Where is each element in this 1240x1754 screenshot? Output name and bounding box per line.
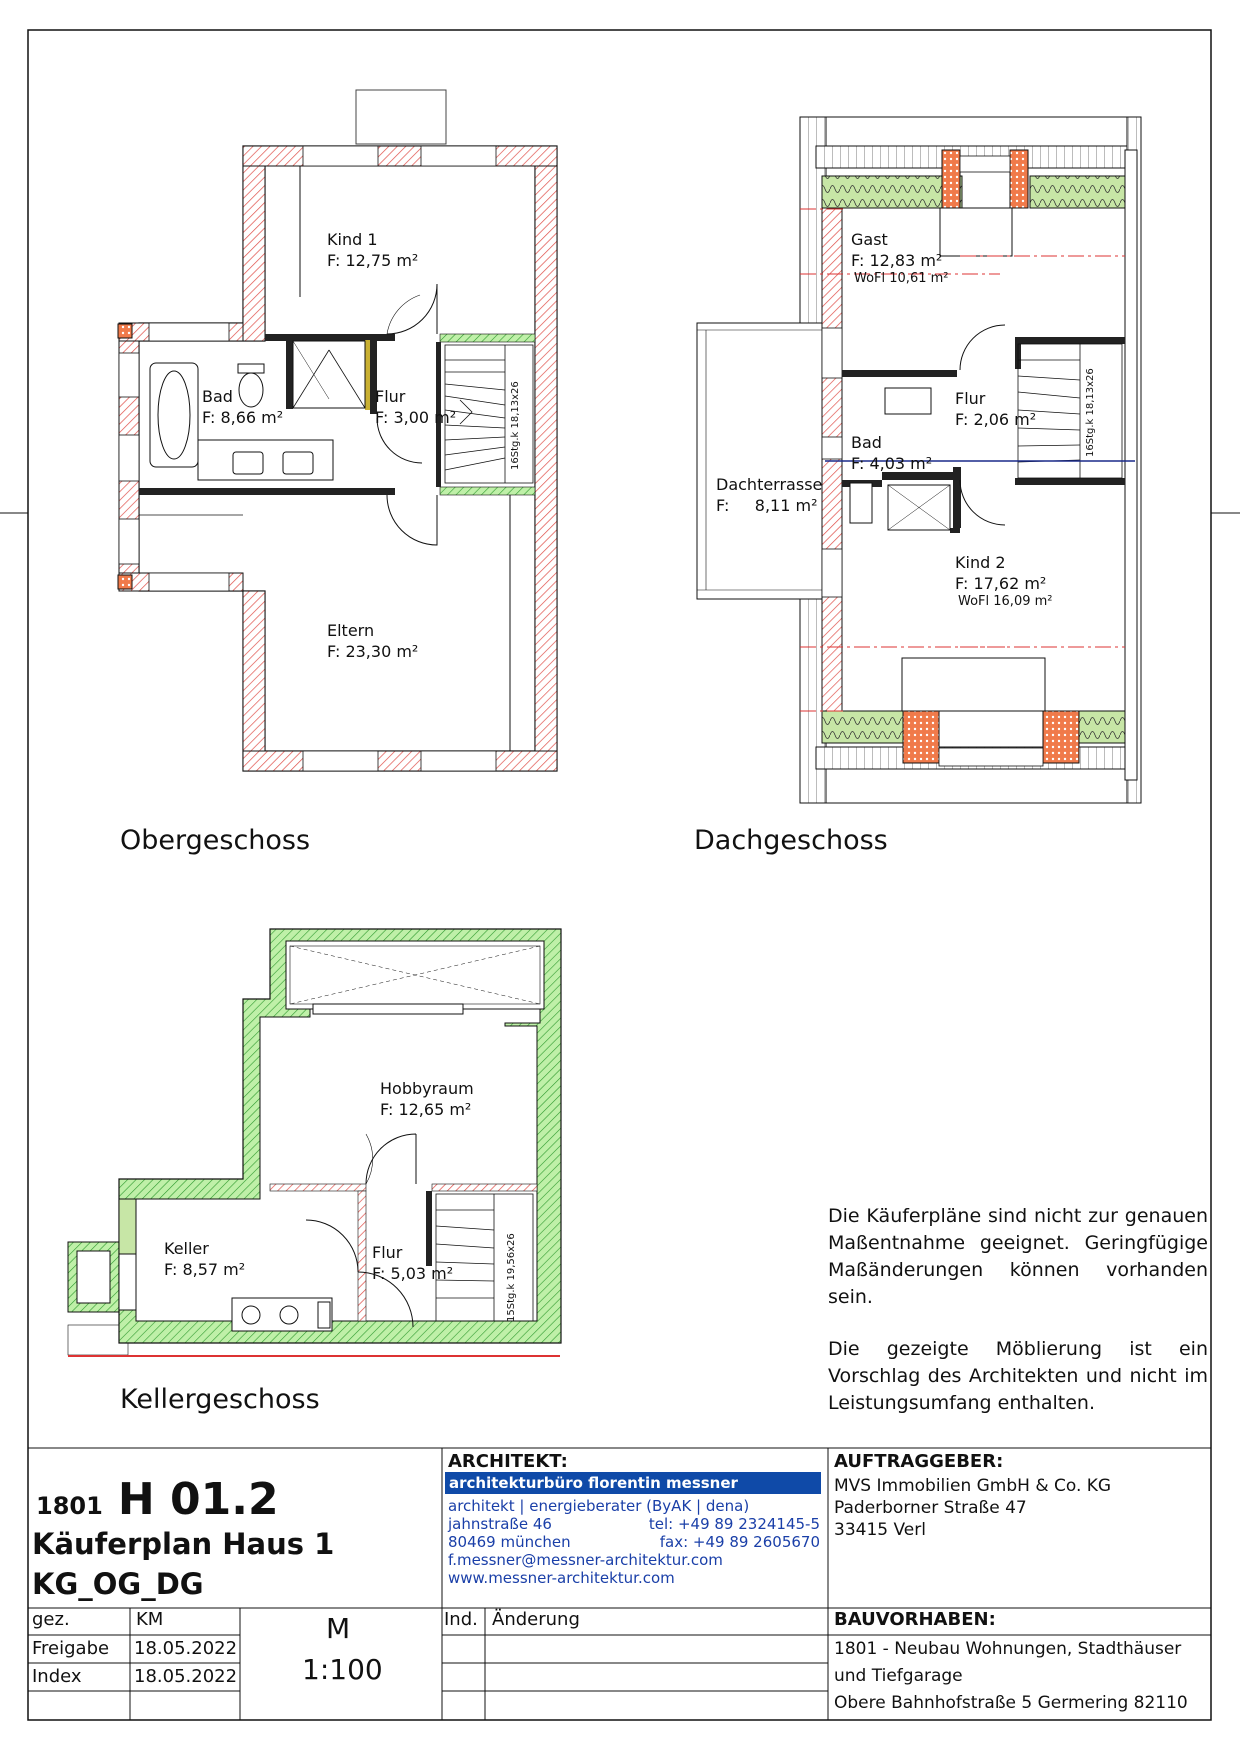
plan-subtitle: KG_OG_DG — [32, 1567, 204, 1601]
dg-stair-label: 16Stg.k 18,13x26 — [1085, 368, 1096, 457]
freigabe-value: 18.05.2022 — [134, 1638, 238, 1659]
note-furniture: Die gezeigte Möblierung ist ein Vorschla… — [828, 1338, 1208, 1414]
project-number: 1801 — [36, 1492, 103, 1520]
index-value: 18.05.2022 — [134, 1666, 238, 1687]
index-label: Index — [32, 1666, 82, 1687]
project-number-block: 1801 H 01.2 — [36, 1474, 279, 1525]
scale-m: M — [326, 1612, 351, 1645]
architekt-office: architekturbüro florentin messner — [445, 1472, 821, 1494]
sheet-border — [27, 29, 1212, 1721]
og-title: Obergeschoss — [120, 825, 311, 856]
ind-label: Ind. — [444, 1609, 478, 1630]
og-stair-label: 16Stg.k 18,13x26 — [510, 381, 521, 470]
architekt-details: architekt | energieberater (ByAK | dena)… — [448, 1497, 820, 1587]
kg-plan — [67, 928, 562, 1357]
bauvorhaben-details: 1801 - Neubau Wohnungen, Stadthäuser und… — [834, 1639, 1188, 1713]
architekt-heading: ARCHITEKT: — [448, 1451, 568, 1472]
og-plan — [117, 89, 558, 772]
note-measurements: Die Käuferpläne sind nicht zur genauen M… — [828, 1205, 1208, 1308]
auftraggeber-heading: AUFTRAGGEBER: — [834, 1451, 1004, 1472]
titleblock-grid — [28, 1447, 1211, 1720]
dg-plan — [696, 116, 1142, 804]
bauvorhaben-heading: BAUVORHABEN: — [834, 1609, 996, 1630]
plan-title: Käuferplan Haus 1 — [32, 1527, 335, 1561]
dg-title: Dachgeschoss — [694, 825, 888, 856]
architekt-web[interactable]: www.messner-architektur.com — [448, 1569, 675, 1587]
scale-value: 1:100 — [302, 1653, 383, 1686]
freigabe-label: Freigabe — [32, 1638, 110, 1659]
gez-value: KM — [136, 1609, 164, 1630]
gez-label: gez. — [32, 1609, 70, 1630]
kg-stair-label: 15Stg.k 19,56x26 — [506, 1233, 517, 1322]
auftraggeber-address: MVS Immobilien GmbH & Co. KG Paderborner… — [834, 1476, 1112, 1540]
aenderung-label: Änderung — [492, 1609, 580, 1630]
kg-title: Kellergeschoss — [120, 1384, 320, 1415]
plan-number: H 01.2 — [117, 1474, 279, 1525]
architekt-email[interactable]: f.messner@messner-architektur.com — [448, 1551, 723, 1569]
